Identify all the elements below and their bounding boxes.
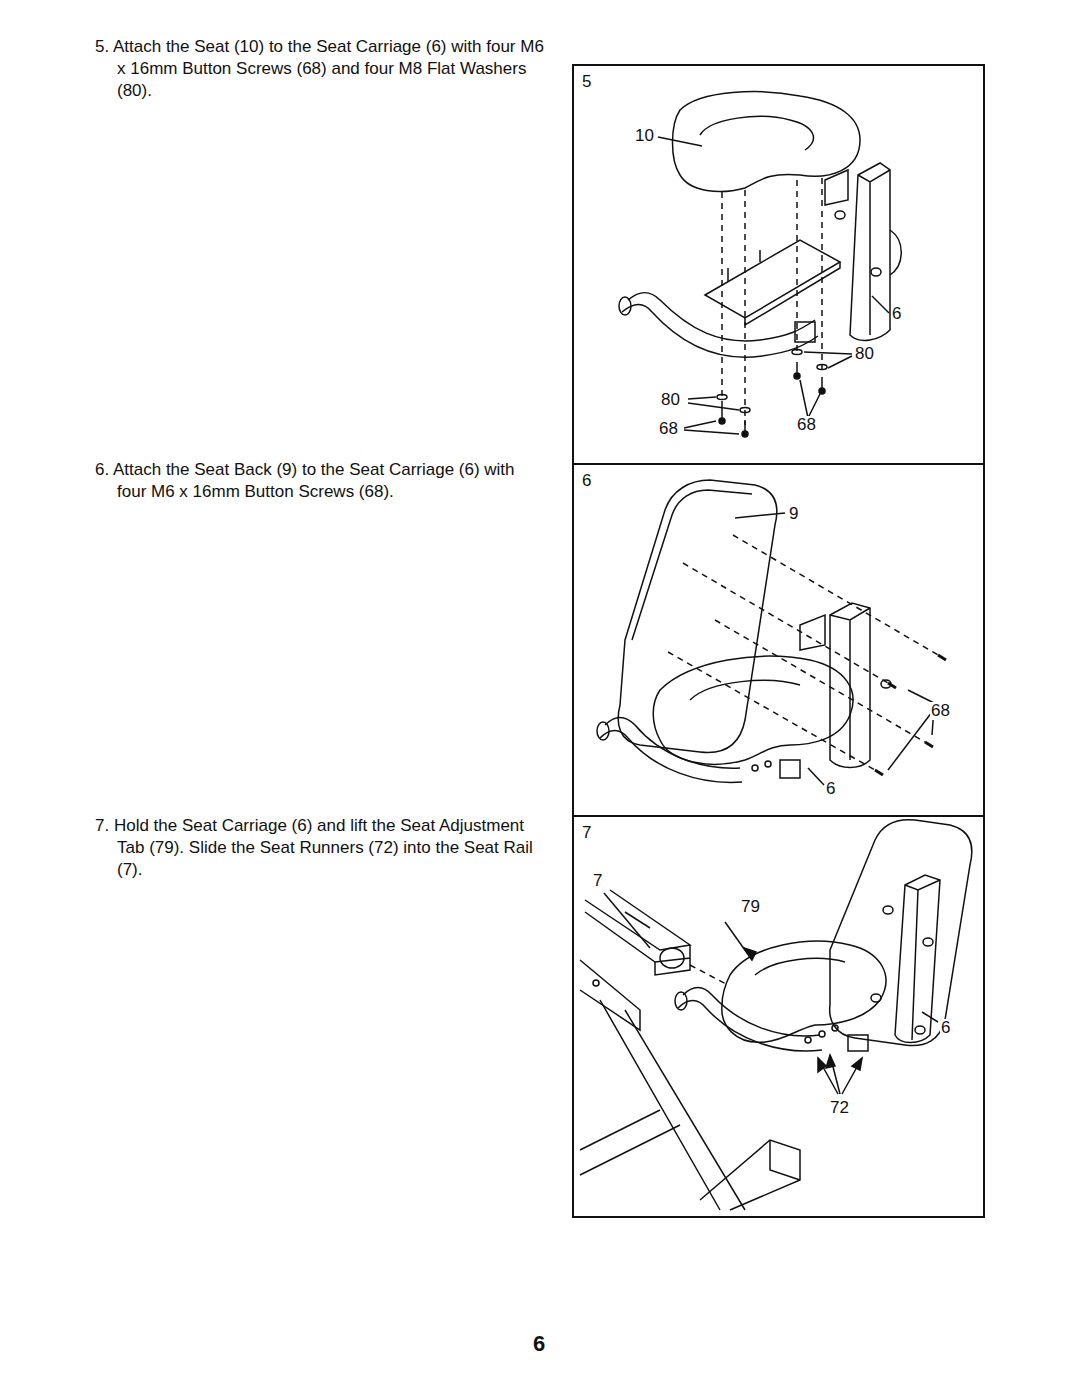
callout-number: 72 xyxy=(829,1099,850,1117)
callout-number: 6 xyxy=(940,1019,951,1037)
step5-figure xyxy=(619,92,901,437)
step-number: 7 xyxy=(582,823,591,843)
step-number: 5 xyxy=(582,72,591,92)
callout-number: 6 xyxy=(891,305,902,323)
callout-number: 80 xyxy=(660,391,681,409)
callout-number: 9 xyxy=(788,505,799,523)
instruction-text: 5. Attach the Seat (10) to the Seat Carr… xyxy=(95,36,547,102)
callout-number: 68 xyxy=(930,702,951,720)
callout-number: 68 xyxy=(658,420,679,438)
instruction-text: 7. Hold the Seat Carriage (6) and lift t… xyxy=(95,815,547,881)
instruction-text: 6. Attach the Seat Back (9) to the Seat … xyxy=(95,459,547,503)
callout-number: 68 xyxy=(796,416,817,434)
step6-figure xyxy=(597,480,946,785)
step-panel: 7 xyxy=(572,815,985,1218)
callout-number: 10 xyxy=(634,127,655,145)
step-number: 6 xyxy=(582,471,591,491)
step7-figure xyxy=(580,820,972,1210)
callout-number: 6 xyxy=(825,780,836,798)
callout-number: 79 xyxy=(740,898,761,916)
step-panel: 6 xyxy=(572,463,985,817)
callout-number: 80 xyxy=(854,345,875,363)
callout-number: 7 xyxy=(592,872,603,890)
step-panel: 5 xyxy=(572,64,985,465)
page-number: 6 xyxy=(533,1333,545,1355)
